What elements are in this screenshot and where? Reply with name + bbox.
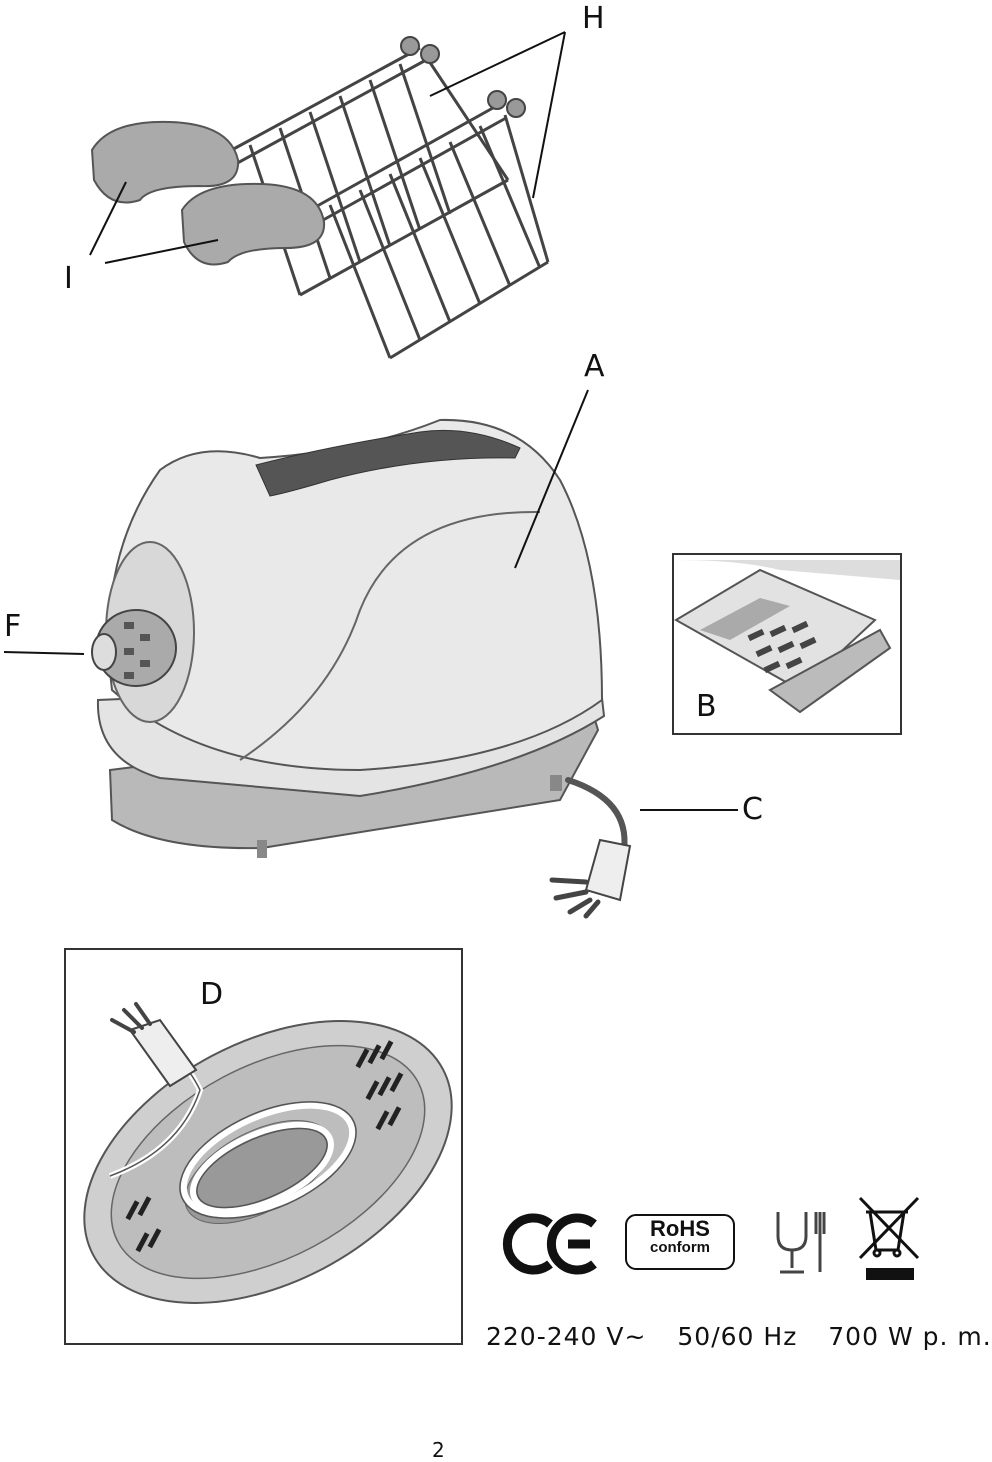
rack-handle-front — [180, 182, 326, 266]
rohs-text: RoHS conform — [626, 1216, 734, 1256]
frequency-spec: 50/60 Hz — [677, 1322, 798, 1351]
illustration — [3, 31, 920, 1345]
power-spec: 700 W p. m. — [828, 1322, 992, 1351]
label-b: B — [696, 689, 717, 724]
label-c: C — [742, 792, 763, 827]
label-h: H — [582, 1, 605, 36]
label-d: D — [200, 977, 224, 1012]
browning-dial — [91, 609, 177, 687]
rohs-line2: conform — [650, 1239, 710, 1256]
rack-handle-rear — [90, 120, 240, 204]
rohs-line1: RoHS — [650, 1216, 710, 1241]
ce-mark — [502, 1213, 597, 1275]
rack-knobs — [400, 36, 526, 118]
cord-storage-inset — [64, 948, 463, 1345]
rating-specs: 220-240 V~ 50/60 Hz 700 W p. m. — [486, 1322, 992, 1351]
leader-lines-middle — [3, 389, 738, 811]
food-safe-icon — [776, 1212, 826, 1274]
voltage-spec: 220-240 V~ — [486, 1322, 647, 1351]
power-cord — [565, 777, 628, 853]
sandwich-rack-front — [309, 102, 550, 360]
weee-bin-icon — [858, 1196, 920, 1260]
weee-bar — [866, 1268, 914, 1280]
label-a: A — [584, 349, 605, 384]
toaster-body — [96, 418, 606, 858]
rohs-badge — [625, 1214, 735, 1270]
crumb-tray-inset — [672, 553, 902, 735]
plug — [549, 838, 632, 919]
label-f: F — [4, 609, 22, 644]
page-number: 2 — [432, 1438, 445, 1462]
leader-lines-top — [89, 31, 566, 264]
label-i: I — [64, 261, 73, 296]
sandwich-rack-rear — [227, 46, 510, 297]
